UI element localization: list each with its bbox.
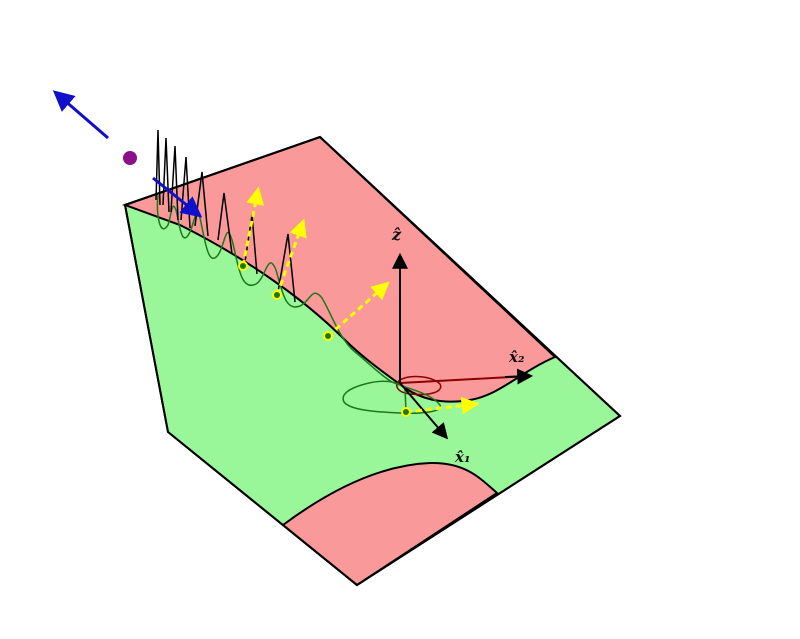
x2-axis-arrowhead xyxy=(504,368,534,385)
inner-blue-arrow xyxy=(152,176,203,218)
x1-axis-arrow xyxy=(399,382,449,440)
x2-axis-label: x̂₂ xyxy=(508,348,525,366)
x1-axis-label: x̂₁ xyxy=(454,448,471,466)
z-axis-label: ẑ xyxy=(391,225,402,244)
surface-outline xyxy=(123,135,622,587)
upper-red-region xyxy=(122,135,557,403)
lower-red-region xyxy=(281,461,499,587)
green-trajectory xyxy=(156,194,441,414)
red-loop-curve xyxy=(396,375,442,396)
particle-dot xyxy=(123,151,137,165)
trajectory-markers xyxy=(238,261,411,417)
yellow-vectors xyxy=(241,186,480,415)
outer-blue-arrow xyxy=(52,90,109,140)
